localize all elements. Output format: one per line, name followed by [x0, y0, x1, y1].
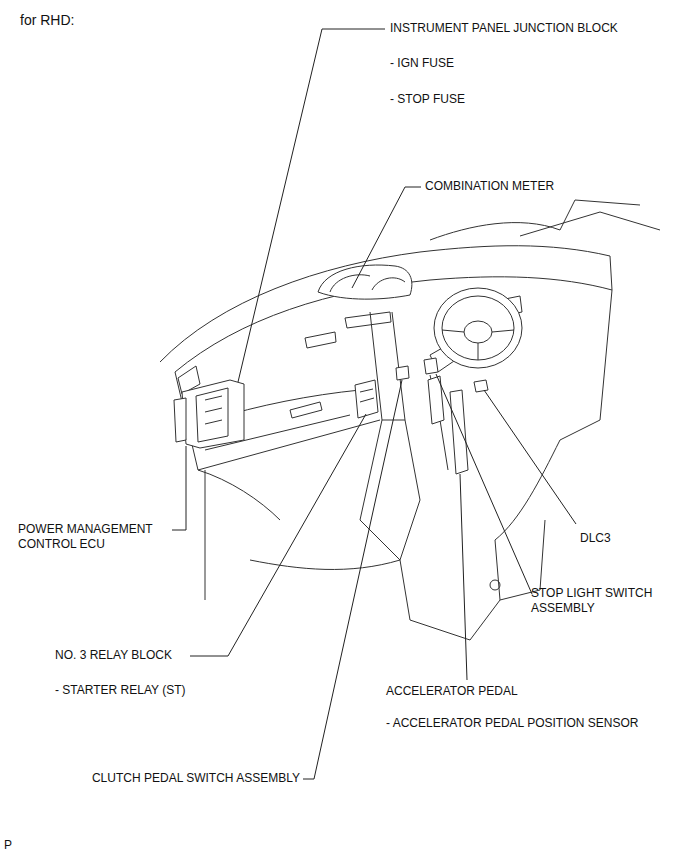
- diagram-title: for RHD:: [20, 12, 74, 29]
- sensor-name: - ACCELERATOR PEDAL POSITION SENSOR: [386, 716, 639, 731]
- figure-code: P: [4, 838, 12, 853]
- relay-name: - STARTER RELAY (ST): [55, 683, 185, 698]
- part-name: ACCELERATOR PEDAL: [386, 684, 518, 699]
- fuse-name: - IGN FUSE: [390, 56, 454, 71]
- part-name: DLC3: [580, 531, 611, 546]
- part-name: POWER MANAGEMENT CONTROL ECU: [18, 522, 168, 552]
- part-name: CLUTCH PEDAL SWITCH ASSEMBLY: [92, 771, 300, 786]
- part-name: NO. 3 RELAY BLOCK: [55, 648, 172, 663]
- part-name: STOP LIGHT SWITCH ASSEMBLY: [531, 586, 681, 616]
- part-name: INSTRUMENT PANEL JUNCTION BLOCK: [390, 21, 618, 36]
- part-name: COMBINATION METER: [425, 179, 554, 194]
- fuse-name: - STOP FUSE: [390, 92, 465, 107]
- leader-lines: [172, 29, 576, 779]
